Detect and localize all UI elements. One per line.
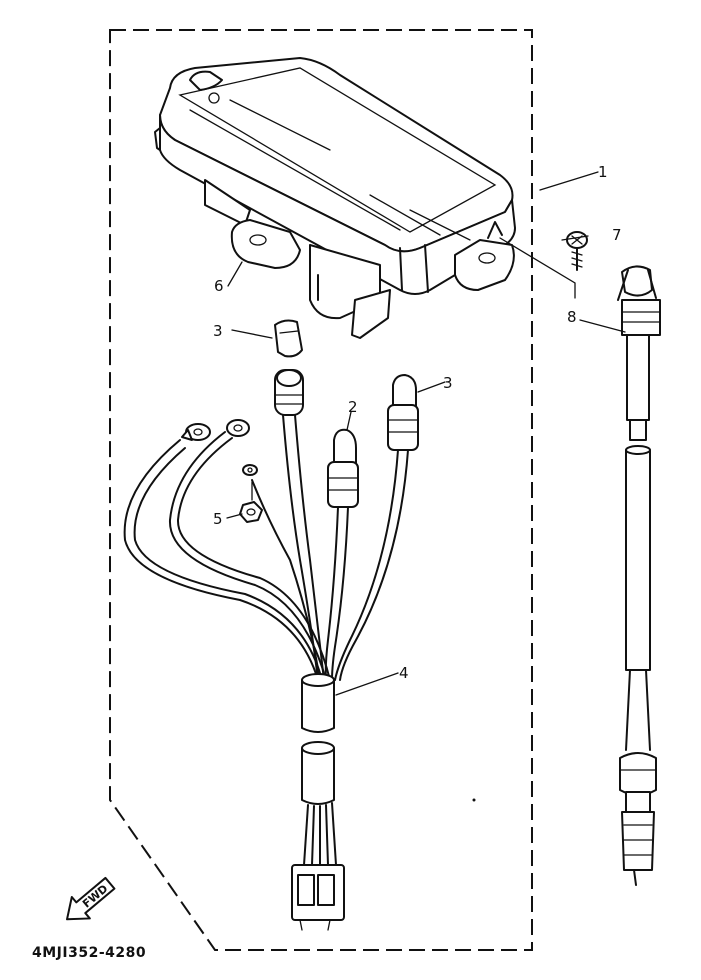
- bulb-cap-3a: [274, 319, 303, 358]
- callout-8: 8: [567, 308, 577, 326]
- callout-5: 5: [213, 510, 223, 528]
- callout-3-right: 3: [443, 374, 453, 392]
- speedometer-cable: [617, 265, 661, 886]
- callout-4: 4: [399, 664, 409, 682]
- screw-7: [566, 231, 588, 271]
- wire-harness: [123, 369, 419, 931]
- callout-3-upper: 3: [213, 322, 223, 340]
- ring-terminal-left: [181, 423, 211, 441]
- fwd-arrow-icon: FWD: [66, 876, 116, 921]
- assembly-boundary: [109, 29, 533, 951]
- diagram-code: 4MJI352-4280: [32, 945, 146, 961]
- callout-6: 6: [214, 277, 224, 295]
- callout-2: 2: [348, 398, 358, 416]
- ring-terminal-mid: [226, 419, 250, 437]
- meter-unit: [154, 57, 516, 339]
- nut-5: [239, 481, 263, 523]
- callout-7: 7: [612, 226, 622, 244]
- callout-1: 1: [598, 163, 608, 181]
- ring-terminal-small: [242, 464, 258, 476]
